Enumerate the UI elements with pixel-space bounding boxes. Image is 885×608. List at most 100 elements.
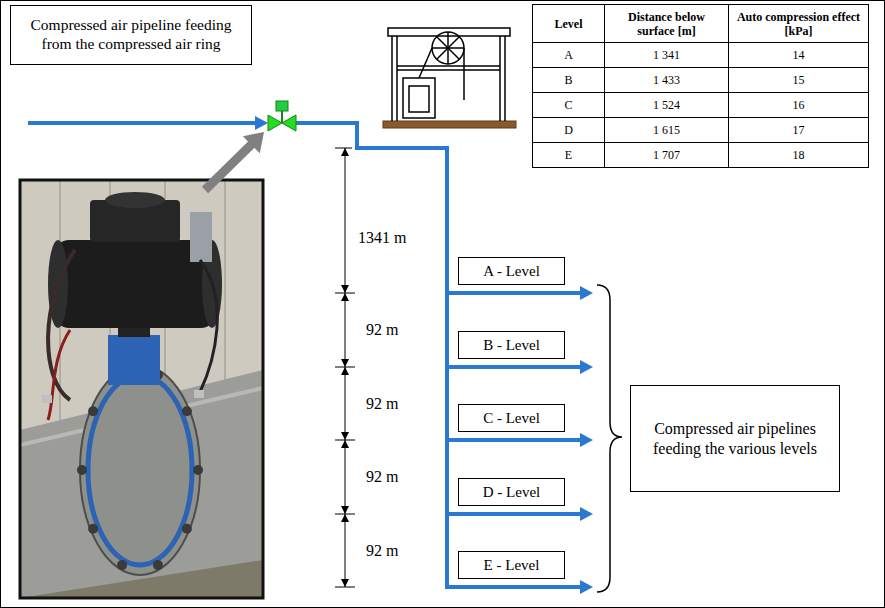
valve-photo-part [200, 260, 217, 392]
table-cell-text: 1 433 [653, 73, 680, 87]
headframe-icon-part [397, 65, 500, 67]
table-cell: 1 707 [605, 143, 729, 168]
node-text: Compressed air pipelines feeding the var… [641, 419, 829, 457]
table-cell-text: 1 707 [653, 148, 680, 162]
dimension-label: 92 m [366, 395, 398, 413]
table-cell-text: A [564, 48, 573, 62]
dimension-lines-part [341, 367, 349, 375]
valve-photo-part [88, 406, 98, 416]
table-cell: 15 [729, 68, 869, 93]
air-pipeline-part [447, 365, 582, 369]
valve-photo-part [108, 335, 160, 385]
node-text: E - Level [484, 556, 540, 574]
table-cell-text: 1 524 [653, 98, 680, 112]
air-pipeline-part [580, 286, 593, 300]
table-cell-text: D [564, 123, 573, 137]
headframe-icon-part [383, 121, 516, 128]
headframe-icon-part [391, 36, 393, 121]
headframe-icon-part [437, 37, 460, 60]
table-cell-text: Distance below surface [m] [628, 10, 705, 38]
level-box: A - Level [458, 257, 565, 285]
table-cell-text: 14 [793, 48, 805, 62]
dimension-label: 1341 m [358, 229, 406, 247]
table-row: A 1 341 14 [533, 43, 869, 68]
table-cell-text: C [564, 98, 572, 112]
table-cell: A [533, 43, 605, 68]
photo-border [20, 180, 263, 598]
table-cell-text: 15 [793, 73, 805, 87]
table-cell: C [533, 93, 605, 118]
headframe-icon-part [396, 36, 398, 121]
pointer-arrow [205, 132, 264, 190]
table-cell: 1 433 [605, 68, 729, 93]
table-row: Level Distance below surface [m] Auto comp… [533, 5, 869, 43]
dimension-label: 92 m [366, 542, 398, 560]
valve-symbol-part [276, 101, 288, 111]
dimension-label: 92 m [366, 321, 398, 339]
node-text: A - Level [483, 262, 540, 280]
valve-photo-part [42, 395, 52, 403]
valve-symbol-part [268, 115, 282, 131]
table-cell-text: 18 [793, 148, 805, 162]
headframe-icon-part [463, 48, 465, 100]
level-table: Level Distance below surface [m] Auto comp… [532, 4, 869, 168]
table-row: B 1 433 15 [533, 68, 869, 93]
dimension-lines-part [335, 148, 352, 149]
air-pipeline-part [580, 507, 593, 521]
node-text: D - Level [483, 483, 540, 501]
table-cell-text: 17 [793, 123, 805, 137]
valve-photo-part [194, 390, 204, 398]
headframe-icon-part [403, 78, 435, 118]
dimension-lines-part [341, 579, 349, 587]
table-cell: 1 524 [605, 93, 729, 118]
headframe-icon-part [437, 37, 460, 60]
table-row: E 1 707 18 [533, 143, 869, 168]
level-box: B - Level [458, 331, 565, 359]
table-cell: E [533, 143, 605, 168]
pointer-arrow-part [205, 143, 253, 190]
valve-photo-part [77, 465, 87, 475]
valve-symbol-part [282, 115, 296, 131]
node-text: B - Level [483, 336, 540, 354]
valve-photo-part [190, 212, 212, 262]
table-row: D1 61517 [533, 118, 869, 143]
table-cell-text: B [564, 73, 572, 87]
source-note-box: Compressed air pipeline feeding from the… [10, 5, 252, 65]
node-text: C - Level [483, 409, 540, 427]
level-box: D - Level [458, 478, 565, 506]
valve-photo-part [48, 330, 70, 420]
valve-photo-part [224, 180, 226, 400]
air-pipeline-part [447, 438, 582, 442]
valve-photo-part [88, 375, 192, 565]
table-row: C 1 524 16 [533, 93, 869, 118]
valve-photo-part [48, 250, 75, 400]
air-pipeline-part [296, 123, 447, 587]
dimension-lines-part [341, 148, 349, 156]
dimension-lines [335, 148, 355, 587]
valve-photo-part [80, 365, 200, 575]
pointer-arrow-part [243, 132, 264, 153]
dimension-lines-part [341, 440, 349, 448]
valve-symbol-part [281, 110, 283, 123]
node-text: Compressed air pipeline feeding from the… [17, 16, 245, 53]
headframe-icon-part [504, 36, 506, 121]
air-pipeline-part [580, 360, 593, 374]
table-cell: Level [533, 5, 605, 43]
grouping-brace [597, 285, 622, 592]
air-pipeline-part [447, 291, 582, 295]
valve-photo-part [117, 560, 127, 570]
table-cell-text: Auto compression effect [kPa] [737, 10, 860, 38]
table-cell-text: E [565, 148, 572, 162]
table-cell: 1 341 [605, 43, 729, 68]
level-box: E - Level [458, 551, 565, 579]
dimension-lines-part [341, 432, 349, 440]
air-pipeline [28, 116, 593, 594]
table-cell: 16 [729, 93, 869, 118]
air-pipeline-part [447, 512, 582, 516]
dimension-lines-part [341, 285, 349, 293]
table-cell-text: 1 341 [653, 48, 680, 62]
headframe-icon-part [499, 36, 501, 121]
valve-photo [20, 180, 263, 598]
table-cell: Auto compression effect [kPa] [729, 5, 869, 43]
